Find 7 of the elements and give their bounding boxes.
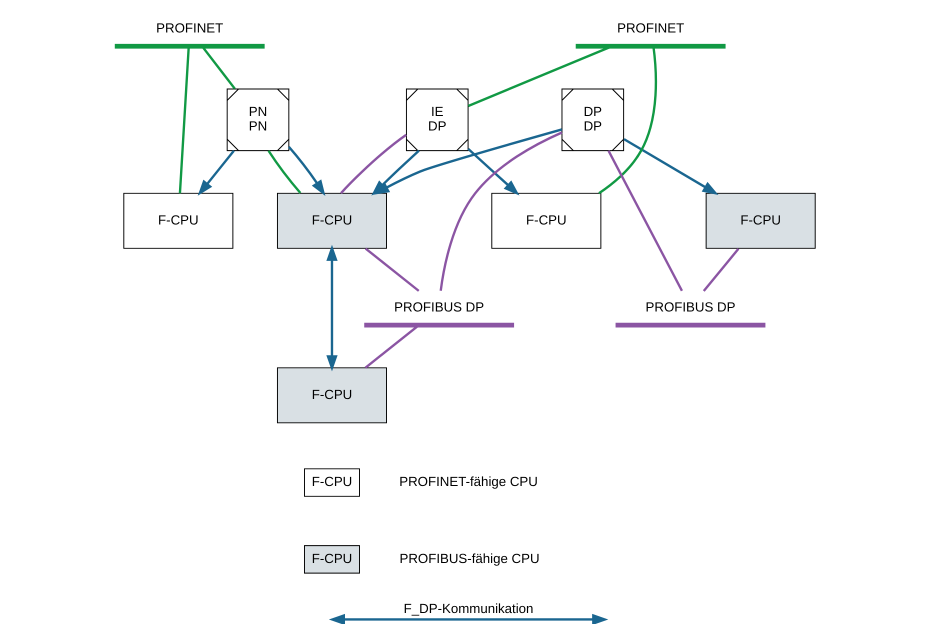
node-text: PROFIBUS DP — [646, 300, 736, 315]
node-text: PROFIBUS DP — [394, 300, 484, 315]
node-label: PROFIBUS-fähige CPU — [399, 550, 540, 566]
node-text: PROFINET — [617, 20, 684, 36]
node-text: PROFINET — [156, 20, 224, 36]
node-label: PROFINET-fähige CPU — [399, 474, 538, 490]
legend-label: F_DP-Kommunikation — [404, 601, 534, 616]
